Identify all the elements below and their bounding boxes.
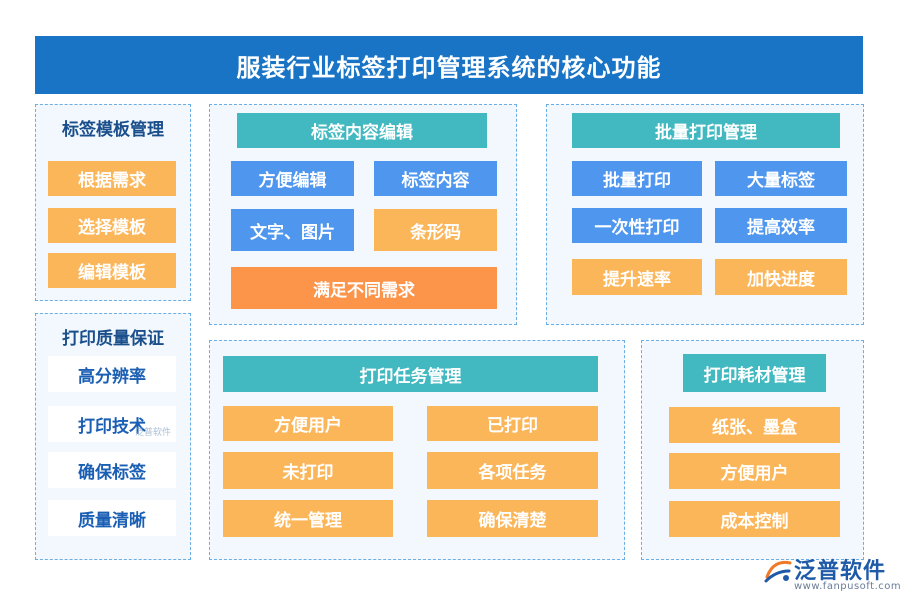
node-box: 确保清楚 (427, 500, 598, 537)
node-box: 已打印 (427, 406, 598, 441)
panel-task-management: 打印任务管理 方便用户 已打印 未打印 各项任务 统一管理 确保清楚 (209, 340, 625, 560)
node-box: 条形码 (374, 209, 497, 251)
node-box: 根据需求 (48, 161, 176, 196)
node-box: 提高效率 (715, 208, 847, 243)
panel-title: 标签内容编辑 (237, 113, 487, 148)
node-box: 方便用户 (223, 406, 393, 441)
logo-name: 泛普软件 (794, 559, 887, 584)
node-box: 确保标签 (48, 452, 176, 488)
node-box: 编辑模板 (48, 253, 176, 288)
panel-title: 打印质量保证 (62, 329, 164, 349)
page-title: 服装行业标签打印管理系统的核心功能 (35, 36, 863, 94)
fanpu-logo-icon (764, 560, 792, 583)
panel-title: 批量打印管理 (572, 113, 840, 148)
node-box: 质量清晰 (48, 500, 176, 536)
node-box: 成本控制 (669, 501, 840, 537)
node-box: 文字、图片 (231, 209, 354, 251)
watermark: 泛普软件 (135, 428, 172, 438)
panel-quality-assurance: 打印质量保证 高分辨率 打印技术 确保标签 质量清晰 (35, 313, 191, 560)
node-box: 标签内容 (374, 161, 497, 196)
node-box: 纸张、墨盒 (669, 407, 840, 443)
node-box: 选择模板 (48, 208, 176, 243)
panel-batch-printing: 批量打印管理 批量打印 大量标签 一次性打印 提高效率 提升速率 加快进度 (546, 104, 864, 325)
node-box: 统一管理 (223, 500, 393, 537)
node-box: 加快进度 (715, 259, 847, 295)
panel-title: 打印耗材管理 (683, 354, 826, 392)
panel-title: 标签模板管理 (62, 120, 164, 140)
node-box: 高分辨率 (48, 356, 176, 392)
panel-consumables: 打印耗材管理 纸张、墨盒 方便用户 成本控制 (641, 340, 864, 560)
panel-title: 打印任务管理 (223, 356, 598, 392)
panel-template-management: 标签模板管理 根据需求 选择模板 编辑模板 (35, 104, 191, 301)
node-box: 方便编辑 (231, 161, 354, 196)
node-box: 大量标签 (715, 161, 847, 196)
panel-content-editing: 标签内容编辑 方便编辑 标签内容 文字、图片 条形码 满足不同需求 (209, 104, 517, 325)
node-box: 未打印 (223, 452, 393, 489)
node-box: 方便用户 (669, 453, 840, 489)
node-box: 提升速率 (572, 259, 702, 295)
node-box: 各项任务 (427, 452, 598, 489)
brand-logo: 泛普软件 www.fanpusoft.com (764, 553, 900, 597)
logo-url: www.fanpusoft.com (794, 581, 900, 592)
node-box: 打印技术 (48, 406, 176, 442)
node-box: 一次性打印 (572, 208, 702, 243)
node-box: 批量打印 (572, 161, 702, 196)
node-box: 满足不同需求 (231, 267, 497, 309)
